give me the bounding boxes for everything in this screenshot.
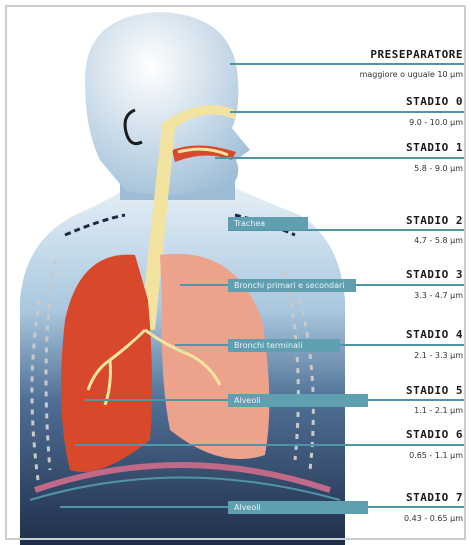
stage-title: STADIO 3: [406, 268, 463, 281]
region-tag-bronchi-terminal: Bronchi terminali: [228, 339, 340, 352]
stage-title: STADIO 5: [406, 384, 463, 397]
region-tag-trachea: Trachea: [228, 217, 308, 230]
stage-size: 5.8 - 9.0 μm: [414, 164, 463, 173]
stage-size: 2.1 - 3.3 μm: [414, 351, 463, 360]
stage-size: 0.43 - 0.65 μm: [404, 514, 463, 523]
stage-size: 3.3 - 4.7 μm: [414, 291, 463, 300]
stage-title: STADIO 6: [406, 428, 463, 441]
stage-title: STADIO 0: [406, 95, 463, 108]
stage-title: STADIO 7: [406, 491, 463, 504]
region-tag-alveoli-2: Alveoli: [228, 501, 368, 514]
stage-size: maggiore o uguale 10 μm: [360, 70, 463, 79]
stage-size: 4.7 - 5.8 μm: [414, 236, 463, 245]
stage-size: 1.1 - 2.1 μm: [414, 406, 463, 415]
stage-title: PRESEPARATORE: [370, 48, 463, 61]
region-tag-alveoli-1: Alveoli: [228, 394, 368, 407]
stage-size: 9.0 - 10.0 μm: [409, 118, 463, 127]
stage-title: STADIO 2: [406, 214, 463, 227]
stage-size: 0.65 - 1.1 μm: [409, 451, 463, 460]
region-tag-bronchi-primary: Bronchi primari e secondari: [228, 279, 356, 292]
stage-title: STADIO 1: [406, 141, 463, 154]
stage-title: STADIO 4: [406, 328, 463, 341]
